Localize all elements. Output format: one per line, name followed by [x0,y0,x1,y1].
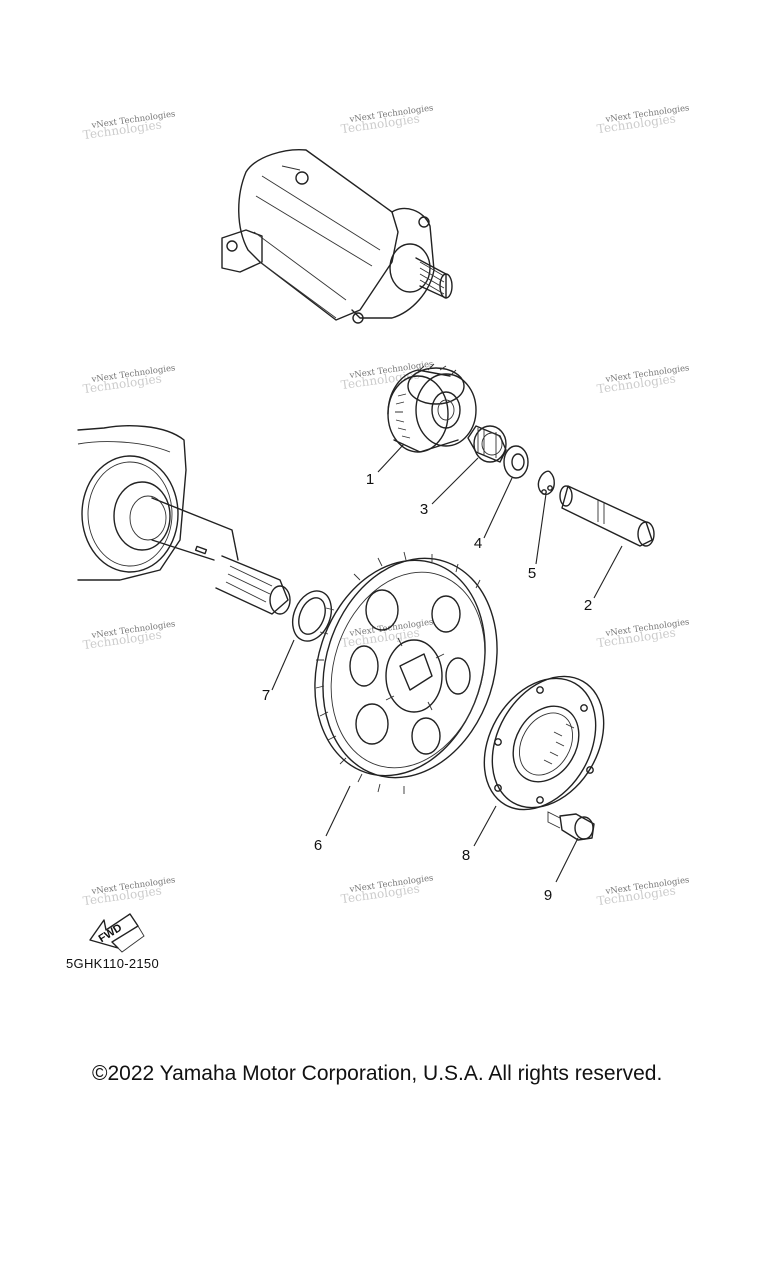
watermark: Technologies vNext Technologies [596,875,690,908]
callout-2: 2 [584,597,592,614]
part-1-idle-gear [387,363,477,453]
part-9-bolt [547,811,595,841]
crankshaft-assembly [77,425,291,615]
watermark: Technologies vNext Technologies [596,363,690,396]
part-5-circlip [537,470,555,495]
callout-3: 3 [420,501,428,518]
part-7-washer [291,590,333,642]
copyright-notice: ©2022 Yamaha Motor Corporation, U.S.A. A… [92,1062,663,1085]
callout-5: 5 [528,565,536,582]
watermark: Technologies vNext Technologies [340,617,434,650]
leader-lines [271,443,623,883]
watermark: Technologies vNext Technologies [596,617,690,650]
callout-1: 1 [366,471,374,488]
watermark: Technologies vNext Technologies [82,875,176,908]
part-4-washer [503,445,529,479]
watermark: Technologies vNext Technologies [596,103,690,136]
starter-motor [221,149,453,324]
callout-8: 8 [462,847,470,864]
callout-7: 7 [262,687,270,704]
callout-labels: 1 2 3 4 5 6 7 8 9 [262,471,592,904]
watermark: Technologies vNext Technologies [82,109,176,142]
part-6-wheel-gear [314,551,498,794]
part-3-bearing [467,425,507,463]
part-2-shaft [559,485,655,547]
watermark: Technologies vNext Technologies [82,619,176,652]
watermark: Technologies vNext Technologies [82,363,176,396]
watermark: Technologies vNext Technologies [340,873,434,906]
fwd-arrow-icon: FWD [89,913,145,953]
part-8-one-way-clutch [483,675,605,811]
watermark: Technologies vNext Technologies [340,103,434,136]
callout-6: 6 [314,837,322,854]
callout-4: 4 [474,535,482,552]
diagram-reference-code: 5GHK110-2150 [66,956,159,971]
callout-9: 9 [544,887,552,904]
